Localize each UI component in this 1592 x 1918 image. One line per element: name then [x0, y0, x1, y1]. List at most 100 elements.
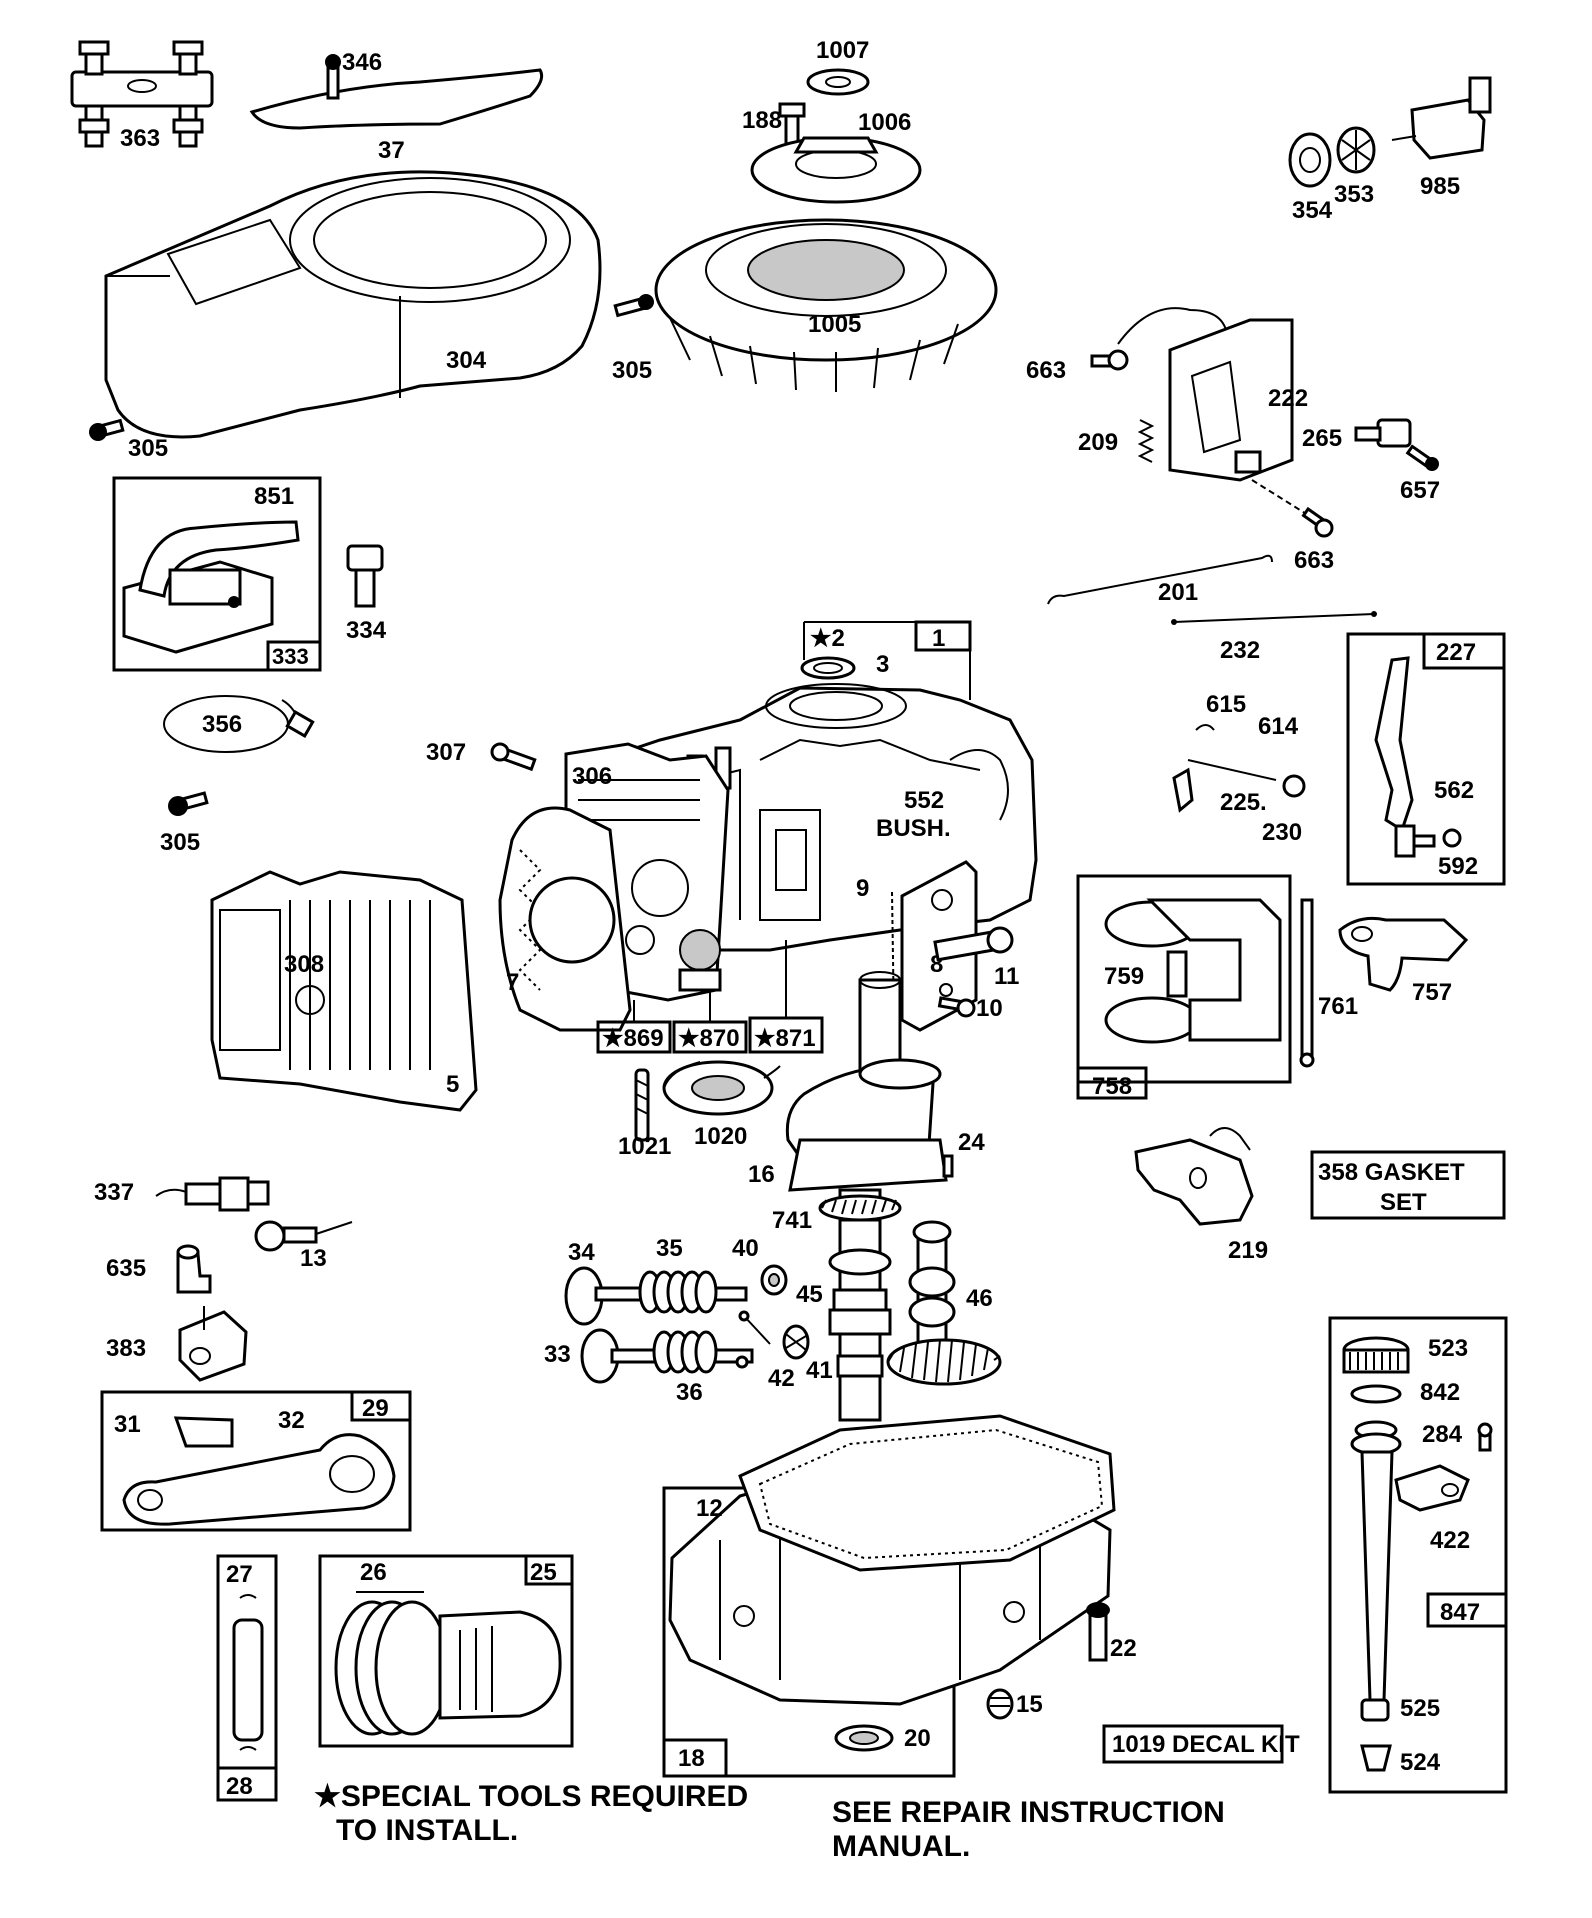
label-22: 22 — [1110, 1635, 1137, 1662]
link-232 — [1171, 611, 1377, 625]
label-524: 524 — [1400, 1749, 1441, 1776]
note-repair-line1: SEE REPAIR INSTRUCTION — [832, 1796, 1225, 1829]
label-bush: BUSH. — [876, 815, 951, 842]
pin-1021 — [634, 1068, 650, 1142]
label-232: 232 — [1220, 637, 1260, 664]
seal-3 — [800, 656, 856, 680]
label-20: 20 — [904, 1725, 931, 1752]
link-201 — [1047, 554, 1273, 605]
label-1006: 1006 — [858, 109, 911, 136]
connecting-rod — [122, 1416, 396, 1526]
label-40: 40 — [732, 1235, 759, 1262]
label-33: 33 — [544, 1341, 571, 1368]
label-337: 337 — [94, 1179, 134, 1206]
label-305-right: 305 — [612, 357, 652, 384]
nut-354 — [1288, 132, 1332, 188]
label-985: 985 — [1420, 173, 1460, 200]
washer-1007 — [806, 68, 870, 96]
label-1007: 1007 — [816, 37, 869, 64]
label-869: ★869 — [602, 1025, 664, 1052]
label-1005: 1005 — [808, 311, 861, 338]
camshaft-46 — [886, 1220, 1002, 1386]
label-308: 308 — [284, 951, 324, 978]
box-cylinder-1 — [803, 620, 972, 700]
label-13: 13 — [300, 1245, 327, 1272]
label-27: 27 — [226, 1561, 253, 1588]
head-gasket-7 — [498, 806, 632, 1032]
gasket-set-line1: 358 GASKET — [1318, 1159, 1465, 1186]
label-353: 353 — [1334, 181, 1374, 208]
air-baffle-37 — [249, 54, 544, 130]
label-562: 562 — [1434, 777, 1474, 804]
nut-592 — [1442, 828, 1462, 848]
screen-1006 — [750, 136, 922, 204]
blower-housing-304 — [104, 170, 602, 439]
label-1: 1 — [932, 625, 945, 652]
seal-1020 — [662, 1060, 781, 1116]
retainer-41 — [782, 1324, 810, 1360]
label-222: 222 — [1268, 385, 1308, 412]
label-37: 37 — [378, 137, 405, 164]
bolt-305-right — [613, 294, 654, 318]
label-354: 354 — [1292, 197, 1333, 224]
label-842: 842 — [1420, 1379, 1460, 1406]
label-16: 16 — [748, 1161, 775, 1188]
label-422: 422 — [1430, 1527, 1470, 1554]
label-201: 201 — [1158, 579, 1198, 606]
governor-lever-562 — [1374, 656, 1436, 858]
label-15: 15 — [1016, 1691, 1043, 1718]
box-bracket-758 — [1076, 874, 1292, 1084]
label-383: 383 — [106, 1335, 146, 1362]
note-special-tools-line1: ★SPECIAL TOOLS REQUIRED — [314, 1780, 748, 1813]
box-dipstick-847 — [1328, 1316, 1508, 1794]
box-label-333 — [266, 640, 322, 672]
label-225: 225. — [1220, 789, 1267, 816]
label-2: ★2 — [810, 625, 845, 652]
label-31: 31 — [114, 1411, 141, 1438]
label-304: 304 — [446, 347, 487, 374]
label-12: 12 — [696, 1495, 723, 1522]
retainer-40 — [760, 1264, 788, 1296]
label-552: 552 — [904, 787, 944, 814]
note-special-tools-line2: TO INSTALL. — [336, 1814, 518, 1847]
pin-42 — [735, 1310, 771, 1369]
label-265: 265 — [1302, 425, 1342, 452]
wire-356 — [163, 695, 315, 753]
armature-851 — [122, 520, 300, 654]
label-7: 7 — [506, 969, 519, 996]
box-seals-869-871 — [596, 940, 824, 1054]
decal-kit-label: 1019 DECAL KIT — [1112, 1731, 1300, 1758]
key-24 — [942, 1154, 954, 1178]
sensor-337 — [155, 1176, 270, 1212]
label-46: 46 — [966, 1285, 993, 1312]
note-repair-line2: MANUAL. — [832, 1830, 970, 1863]
screw-663-bottom — [1301, 506, 1334, 538]
label-219: 219 — [1228, 1237, 1268, 1264]
label-525: 525 — [1400, 1695, 1440, 1722]
label-25: 25 — [530, 1559, 557, 1586]
label-11: 11 — [994, 963, 1019, 990]
label-663-top: 663 — [1026, 357, 1066, 384]
label-227: 227 — [1436, 639, 1476, 666]
label-9: 9 — [856, 875, 869, 902]
label-42: 42 — [768, 1365, 795, 1392]
bolt-334 — [346, 544, 384, 608]
label-188: 188 — [742, 107, 782, 134]
label-230: 230 — [1262, 819, 1302, 846]
label-592: 592 — [1438, 853, 1478, 880]
label-29: 29 — [362, 1395, 389, 1422]
label-847: 847 — [1440, 1599, 1480, 1626]
gasket-set-line2: SET — [1380, 1189, 1427, 1216]
label-1020: 1020 — [694, 1123, 747, 1150]
bracket-222 — [1117, 307, 1294, 482]
box-connecting-rod-29 — [100, 1390, 412, 1532]
label-3: 3 — [876, 651, 889, 678]
box-gasket-set — [1310, 1150, 1506, 1220]
wrist-pin — [232, 1594, 264, 1751]
switch-985 — [1391, 76, 1492, 160]
label-761: 761 — [1318, 993, 1358, 1020]
label-284: 284 — [1422, 1421, 1463, 1448]
flywheel-1005 — [654, 218, 998, 392]
seal-20 — [834, 1724, 894, 1752]
